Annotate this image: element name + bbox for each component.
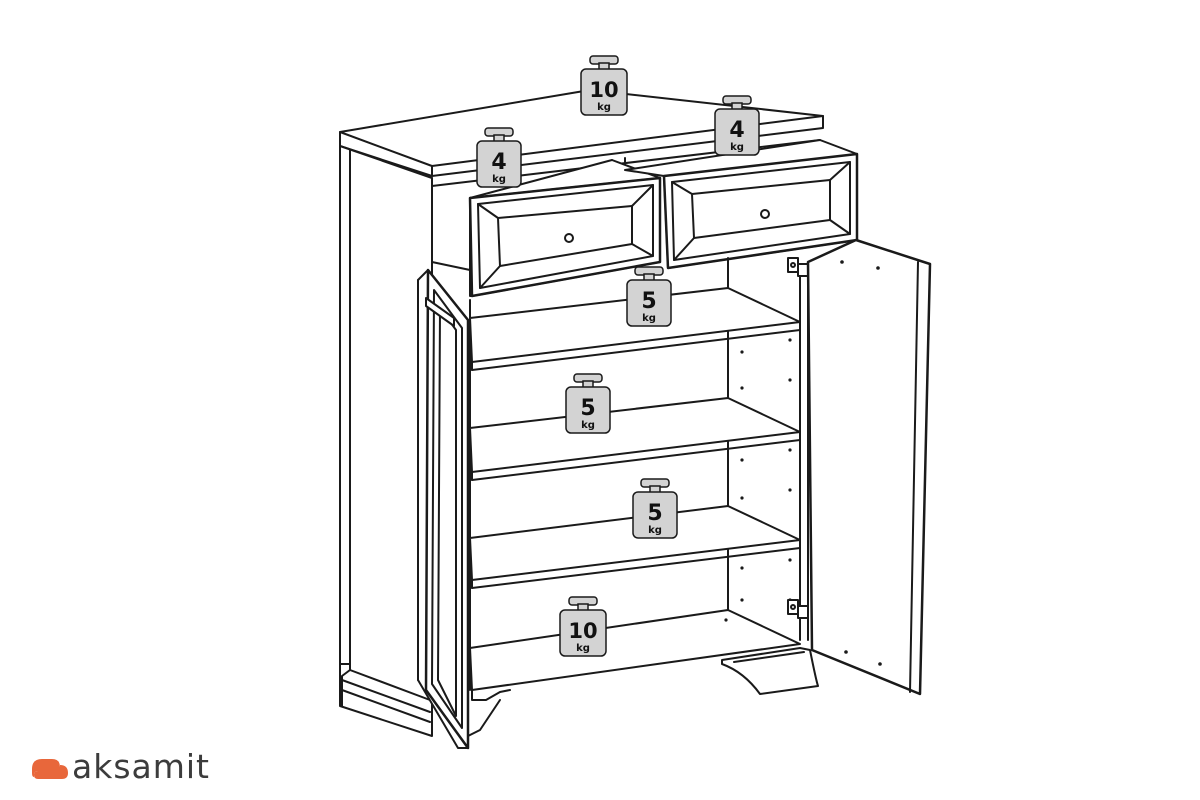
weight-badge-drawer-right: 4kg xyxy=(714,95,760,156)
sofa-logo-icon xyxy=(32,759,68,779)
brand-name: aksamit xyxy=(72,746,211,786)
weight-body xyxy=(559,609,607,657)
weight-body xyxy=(714,108,760,156)
door-right xyxy=(806,238,932,696)
cabinet-interior xyxy=(469,257,809,691)
weight-body xyxy=(580,68,628,116)
weight-badge-shelf-3: 5kg xyxy=(632,478,678,539)
hinge-bottom xyxy=(787,599,809,619)
brand-logo: aksamit xyxy=(28,742,210,790)
weight-body xyxy=(476,140,522,188)
weight-value: 5 xyxy=(641,289,656,314)
weight-unit: kg xyxy=(581,420,595,431)
weight-badge-shelf-1: 5kg xyxy=(626,266,672,327)
weight-badge-shelf-2: 5kg xyxy=(565,373,611,434)
weight-value: 5 xyxy=(580,396,595,421)
weight-value: 4 xyxy=(729,118,744,143)
weight-body xyxy=(632,491,678,539)
weight-unit: kg xyxy=(492,174,506,185)
weight-value: 4 xyxy=(491,150,506,175)
weight-value: 5 xyxy=(647,501,662,526)
weight-body xyxy=(626,279,672,327)
weight-unit: kg xyxy=(597,102,611,113)
weight-unit: kg xyxy=(648,525,662,536)
weight-unit: kg xyxy=(642,313,656,324)
weight-unit: kg xyxy=(576,643,590,654)
drawer-right-knob xyxy=(760,209,770,219)
door-left xyxy=(417,268,470,750)
weight-unit: kg xyxy=(730,142,744,153)
drawer-left xyxy=(468,159,662,298)
cabinet-left-side xyxy=(339,145,433,737)
weight-value: 10 xyxy=(589,78,618,102)
drawer-left-knob xyxy=(564,233,574,243)
hinge-top xyxy=(787,257,809,277)
weight-badge-drawer-left: 4kg xyxy=(476,127,522,188)
weight-value: 10 xyxy=(568,619,597,643)
cabinet-plinth xyxy=(459,647,819,741)
weight-body xyxy=(565,386,611,434)
